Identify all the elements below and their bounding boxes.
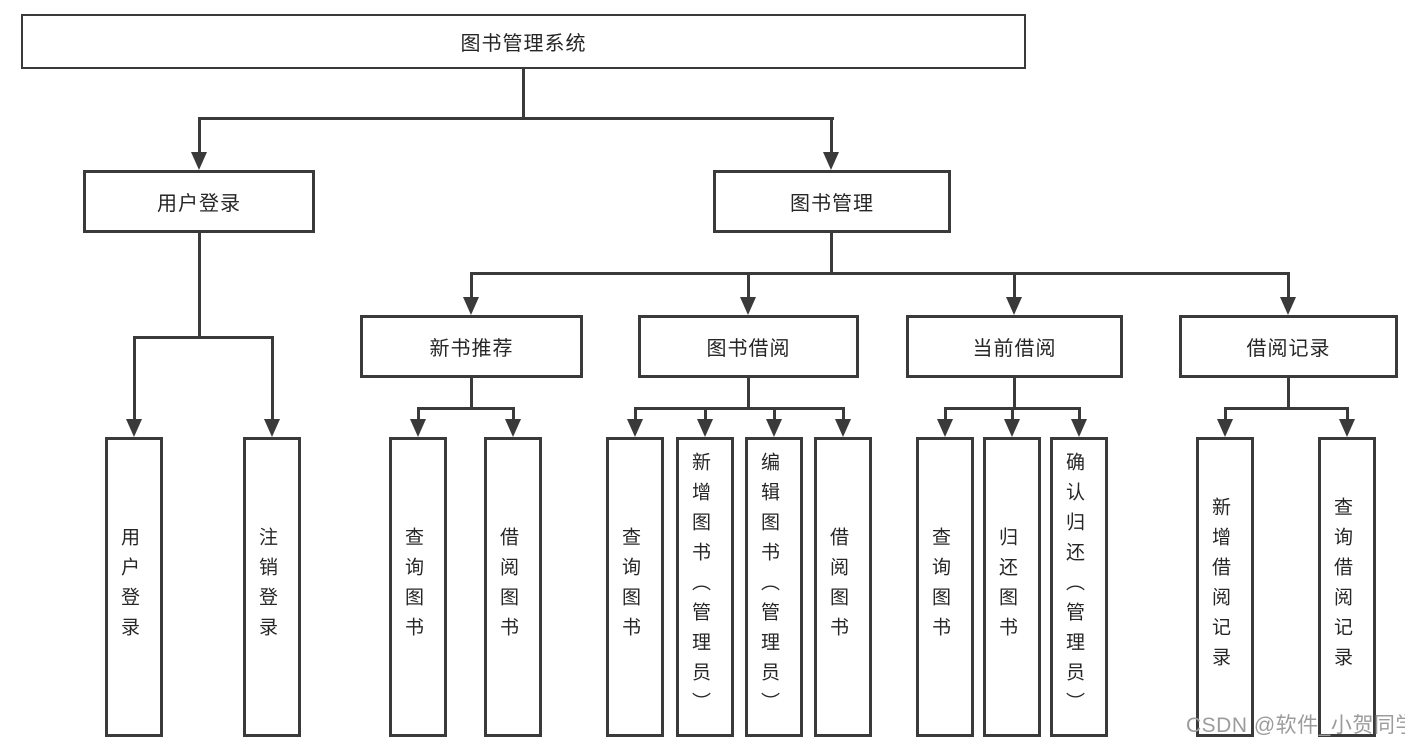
arrow-leaf-6 [697, 419, 713, 437]
node-book-management: 图书管理 [713, 170, 951, 233]
arrow-book-borrow [740, 297, 756, 315]
arrow-leaf-7 [766, 419, 782, 437]
connector-borrow-records-trunk [1287, 378, 1290, 407]
arrow-current-borrow [1006, 297, 1022, 315]
connector-user-login-bar [133, 336, 274, 339]
leaf-query-borrow-record: 查询借阅记录 [1318, 437, 1376, 737]
connector-stem-leaf-5 [634, 407, 637, 419]
node-label: 图书管理 [790, 193, 874, 215]
connector-user-login-trunk [198, 233, 201, 336]
leaf-label: 用户登录 [118, 527, 139, 647]
connector-level2-bar [198, 117, 834, 120]
connector-root-trunk [522, 69, 525, 117]
node-label: 借阅记录 [1246, 338, 1331, 360]
connector-stem-leaf-8 [842, 407, 845, 419]
arrow-new-book [463, 297, 479, 315]
leaf-label: 查询图书 [402, 527, 423, 647]
leaf-label: 借阅图书 [827, 527, 848, 647]
connector-stem-book-borrow [747, 272, 750, 297]
node-user-login: 用户登录 [83, 170, 315, 233]
connector-stem-leaf-10 [1011, 407, 1014, 419]
arrow-borrow-records [1280, 297, 1296, 315]
leaf-add-book-admin: 新增图书（管理员） [676, 437, 734, 737]
arrow-leaf-3 [410, 419, 426, 437]
leaf-label: 编辑图书（管理员） [758, 452, 779, 722]
connector-stem-leaf-13 [1346, 407, 1349, 419]
csdn-watermark: CSDN @软件_小贺同学 [1186, 714, 1405, 737]
leaf-user-login: 用户登录 [105, 437, 163, 737]
connector-stem-current-borrow [1013, 272, 1016, 297]
connector-stem-leaf-4 [512, 407, 515, 419]
leaf-borrow-book-1: 借阅图书 [484, 437, 542, 737]
leaf-return-book: 归还图书 [983, 437, 1041, 737]
connector-new-book-bar [417, 407, 515, 410]
leaf-add-borrow-record: 新增借阅记录 [1196, 437, 1254, 737]
arrow-leaf-10 [1004, 419, 1020, 437]
node-book-borrowing: 图书借阅 [638, 315, 859, 378]
arrow-leaf-13 [1339, 419, 1355, 437]
leaf-label: 新增图书（管理员） [689, 452, 710, 722]
connector-stem-leaf-6 [704, 407, 707, 419]
leaf-label: 查询图书 [929, 527, 950, 647]
node-label: 当前借阅 [972, 338, 1057, 360]
leaf-query-book-1: 查询图书 [389, 437, 447, 737]
arrow-leaf-11 [1071, 419, 1087, 437]
node-label: 图书借阅 [706, 338, 791, 360]
connector-new-book-trunk [470, 378, 473, 407]
arrow-leaf-5 [627, 419, 643, 437]
leaf-label: 新增借阅记录 [1209, 497, 1230, 677]
node-library-management-system: 图书管理系统 [21, 14, 1026, 69]
arrow-leaf-8 [835, 419, 851, 437]
connector-book-borrow-bar [634, 407, 845, 410]
connector-stem-leaf-3 [417, 407, 420, 419]
arrow-leaf-2 [264, 419, 280, 437]
leaf-label: 确认归还（管理员） [1063, 452, 1084, 722]
connector-stem-leaf-11 [1078, 407, 1081, 419]
arrow-book-management [823, 152, 839, 170]
connector-stem-new-book [470, 272, 473, 297]
leaf-query-book-2: 查询图书 [606, 437, 664, 737]
connector-current-borrow-trunk [1013, 378, 1016, 407]
node-borrowing-records: 借阅记录 [1179, 315, 1398, 378]
connector-stem-leaf-7 [773, 407, 776, 419]
connector-level3-bar [470, 272, 1290, 275]
connector-book-borrow-trunk [747, 378, 750, 407]
leaf-edit-book-admin: 编辑图书（管理员） [745, 437, 803, 737]
connector-stem-borrow-records [1287, 272, 1290, 297]
leaf-label: 归还图书 [996, 527, 1017, 647]
connector-stem-leaf-12 [1224, 407, 1227, 419]
leaf-label: 查询图书 [619, 527, 640, 647]
leaf-label: 注销登录 [256, 527, 277, 647]
node-label: 用户登录 [157, 193, 241, 215]
connector-borrow-records-bar [1224, 407, 1349, 410]
leaf-query-book-3: 查询图书 [916, 437, 974, 737]
connector-stem-leaf-1 [133, 336, 136, 419]
connector-stem-user-login [198, 117, 201, 152]
connector-book-management-trunk [830, 233, 833, 272]
node-new-book-recommendation: 新书推荐 [360, 315, 583, 378]
leaf-borrow-book-2: 借阅图书 [814, 437, 872, 737]
connector-stem-book-management [830, 117, 833, 152]
arrow-leaf-1 [126, 419, 142, 437]
arrow-leaf-12 [1217, 419, 1233, 437]
node-label: 图书管理系统 [460, 33, 587, 55]
leaf-confirm-return-admin: 确认归还（管理员） [1050, 437, 1108, 737]
leaf-label: 查询借阅记录 [1331, 497, 1352, 677]
connector-stem-leaf-2 [271, 336, 274, 419]
connector-stem-leaf-9 [944, 407, 947, 419]
arrow-leaf-9 [937, 419, 953, 437]
arrow-user-login [191, 152, 207, 170]
leaf-logout: 注销登录 [243, 437, 301, 737]
leaf-label: 借阅图书 [497, 527, 518, 647]
arrow-leaf-4 [505, 419, 521, 437]
node-current-borrowing: 当前借阅 [906, 315, 1123, 378]
node-label: 新书推荐 [429, 338, 514, 360]
